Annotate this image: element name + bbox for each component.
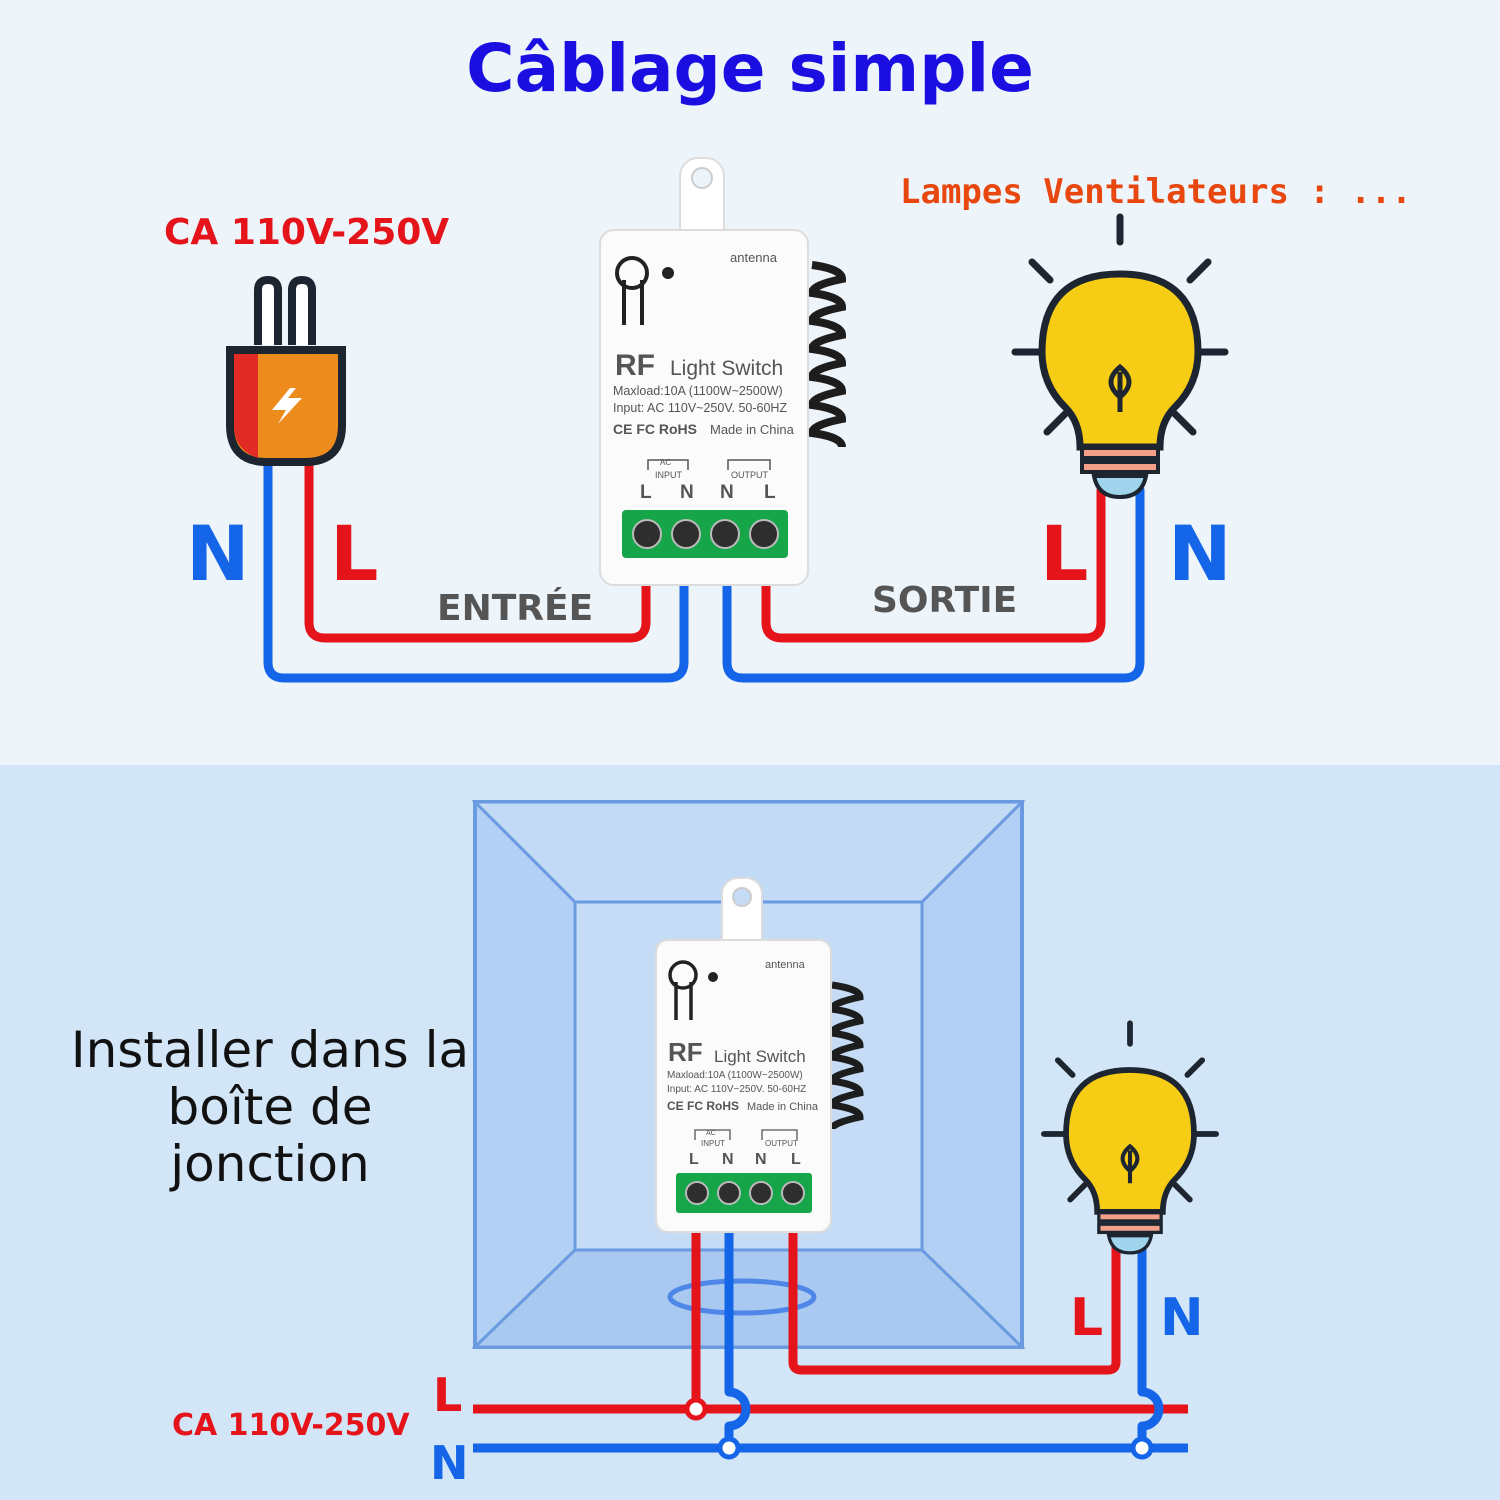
antenna-label: antenna [765,959,806,971]
rf-label: RF [668,1037,703,1067]
maxload-spec: Maxload:10A (1100W~2500W) [667,1070,803,1081]
plug-live-letter: L [330,509,379,598]
output-label: SORTIE [872,580,1018,621]
terminal-label: N [722,1151,734,1168]
page-title: Câblage simple [466,30,1034,107]
output-group-label: OUTPUT [765,1139,798,1148]
bottom-voltage-label: CA 110V-250V [172,1408,410,1443]
input-group-label: INPUT [701,1139,725,1148]
output-group-label: OUTPUT [731,470,769,480]
terminal-label: L [764,482,776,503]
output-live-wire [761,485,1106,643]
input-label: ENTRÉE [437,588,594,629]
loads-label: Lampes Ventilateurs : ... [900,172,1412,212]
antenna-label: antenna [730,250,778,265]
ac-mark: AC [660,458,671,467]
top-rf-switch: antenna RF Light Switch Maxload:10A (110… [599,157,847,586]
terminal-label: L [640,482,652,503]
terminal-label: N [720,482,734,503]
install-instruction: Installer dans la boîte de jonction [70,1021,470,1193]
made-in-label: Made in China [710,422,795,437]
product-name: Light Switch [714,1047,806,1066]
product-name: Light Switch [670,357,783,380]
top-voltage-label: CA 110V-250V [164,212,450,253]
input-neutral-wire [263,457,689,683]
input-spec: Input: AC 110V~250V. 50-60HZ [667,1084,806,1095]
terminal-label: N [755,1151,767,1168]
mains-neutral-letter: N [430,1436,469,1490]
input-neutral-drop [724,1232,751,1448]
bottom-lamp-live-letter: L [1070,1288,1104,1348]
cert-marks: CE FC RoHS [667,1099,739,1113]
cert-marks: CE FC RoHS [613,421,697,437]
maxload-spec: Maxload:10A (1100W~2500W) [613,384,783,398]
terminal-label: L [791,1151,801,1168]
plug-neutral-letter: N [186,509,250,598]
terminal-label: L [689,1151,699,1168]
bottom-rf-switch: antenna RF Light Switch Maxload:10A (110… [655,877,864,1233]
top-bulb-icon [1015,217,1225,500]
output-live-run [788,1232,1121,1375]
plug-icon [226,275,346,466]
input-spec: Input: AC 110V~250V. 50-60HZ [613,401,787,415]
terminal-label: N [680,482,694,503]
input-group-label: INPUT [655,470,683,480]
bottom-lamp-neutral-letter: N [1160,1288,1204,1348]
lamp-live-letter: L [1040,509,1089,598]
mains-live-letter: L [433,1368,463,1422]
rf-label: RF [615,349,655,382]
bottom-bulb-icon [1044,1023,1216,1255]
bottom-wires [473,1232,1188,1460]
input-live-wire [304,457,651,643]
lamp-neutral-drop [1137,1245,1164,1448]
top-wires [263,457,1145,683]
output-neutral-wire [722,485,1145,683]
made-in-label: Made in China [747,1101,819,1113]
ac-mark: AC [706,1130,716,1137]
lamp-neutral-letter: N [1168,509,1232,598]
